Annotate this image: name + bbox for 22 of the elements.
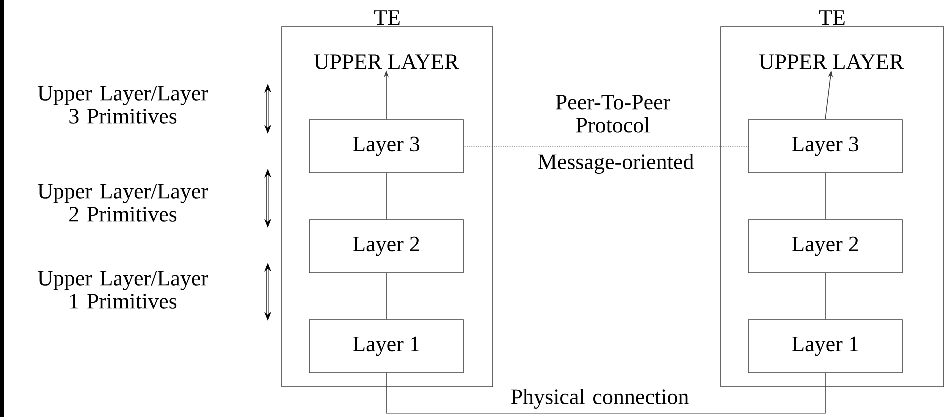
layer-label: UPPER LAYER (759, 54, 904, 70)
edge-label: Physical connection (511, 389, 689, 409)
primitives-label: Message-oriented (538, 154, 694, 174)
primitives-label: Upper Layer/Layer 3 Primitives (38, 86, 208, 124)
node-label: TE (374, 10, 400, 25)
connector-line (386, 173, 387, 220)
primitives-label: Upper Layer/Layer 1 Primitives (38, 271, 208, 309)
connector-line (464, 146, 748, 147)
connector-line (825, 173, 826, 220)
layer-box: Layer 1 (309, 320, 464, 374)
layer-box: Layer 3 (309, 120, 464, 174)
layer-label: UPPER LAYER (314, 54, 460, 70)
edge-label: Peer-To-Peer Protocol (556, 95, 670, 133)
layer-box: Layer 2 (748, 220, 903, 274)
layer-box: Layer 3 (748, 120, 903, 174)
connector-line (386, 273, 387, 320)
layer-box: Layer 1 (748, 320, 903, 374)
connector-line (386, 373, 826, 414)
primitives-label: Upper Layer/Layer 2 Primitives (38, 184, 208, 222)
layer-box: Layer 2 (309, 220, 464, 274)
node-label: TE (819, 10, 845, 25)
connector-line (825, 273, 826, 320)
